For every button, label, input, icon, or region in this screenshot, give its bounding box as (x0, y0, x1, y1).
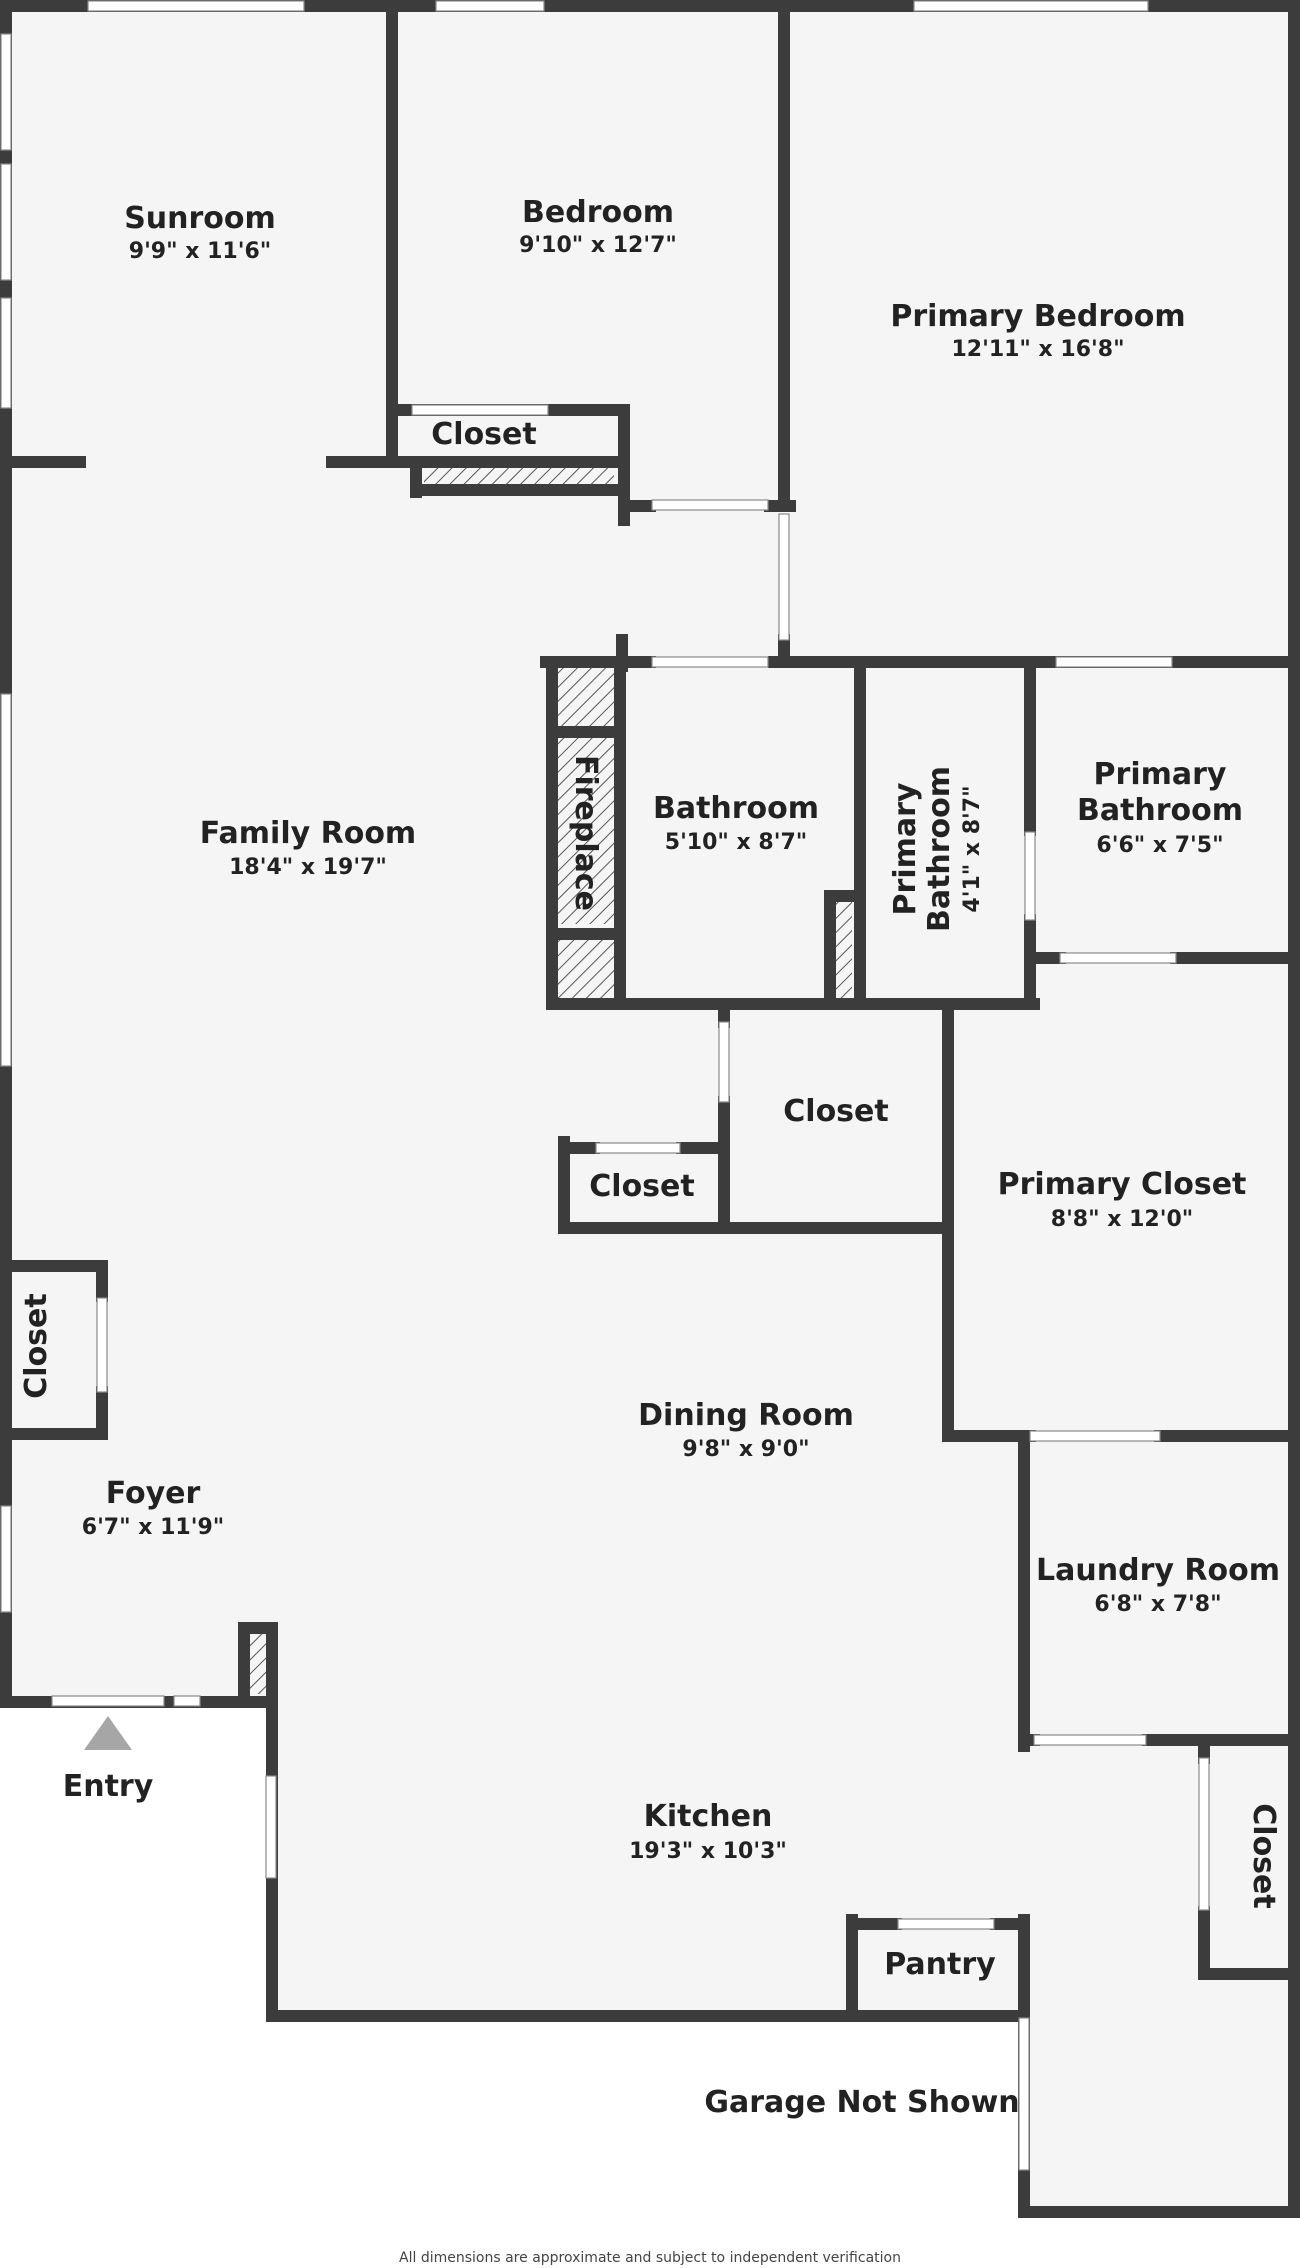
primary-bathroom-small-name-line2: Bathroom (922, 766, 957, 932)
sunroom-name: Sunroom (124, 201, 276, 236)
sunroom-dimensions: 9'9" x 11'6" (129, 239, 271, 264)
entry-label: Entry (63, 1769, 154, 1804)
dining-room-dimensions: 9'8" x 9'0" (682, 1437, 809, 1462)
primary-closet-dimensions: 8'8" x 12'0" (1051, 1207, 1193, 1232)
fireplace-hearth-bottom (556, 938, 616, 1000)
primary-closet-name: Primary Closet (998, 1167, 1247, 1202)
bedroom-dimensions: 9'10" x 12'7" (519, 233, 677, 258)
fireplace-label: Fireplace (568, 755, 603, 911)
garage-label: Garage Not Shown (704, 2085, 1019, 2120)
floor-area (6, 6, 1294, 2212)
bedroom-name: Bedroom (522, 195, 674, 230)
closet-small-label: Closet (589, 1169, 694, 1204)
dining-room-name: Dining Room (638, 1398, 854, 1433)
primary-bedroom-name: Primary Bedroom (890, 299, 1185, 334)
closet-bedroom-label: Closet (431, 417, 536, 452)
family-room-name: Family Room (200, 816, 416, 851)
bathroom-name: Bathroom (653, 791, 819, 826)
disclaimer: All dimensions are approximate and subje… (399, 2250, 901, 2266)
closet-center-label: Closet (783, 1094, 888, 1129)
pantry-label: Pantry (884, 1947, 996, 1982)
closet-east-label: Closet (1246, 1803, 1281, 1908)
fireplace-hearth-top (556, 664, 616, 728)
family-room-dimensions: 18'4" x 19'7" (229, 855, 387, 880)
bathroom-chase (834, 902, 852, 998)
kitchen-dimensions: 19'3" x 10'3" (629, 1839, 787, 1864)
foyer-dimensions: 6'7" x 11'9" (82, 1515, 224, 1540)
primary-bathroom-small-name-line1: Primary (888, 782, 923, 915)
foyer-name: Foyer (106, 1476, 201, 1511)
kitchen-name: Kitchen (644, 1799, 773, 1834)
bathroom-dimensions: 5'10" x 8'7" (665, 830, 807, 855)
foyer-chase (250, 1634, 268, 1694)
closet-west-label: Closet (19, 1293, 54, 1398)
entry-arrow-icon (84, 1716, 132, 1750)
primary-bathroom-name-line2: Bathroom (1077, 793, 1243, 828)
bedroom-closet-shelf (424, 465, 614, 487)
primary-bathroom-name-line1: Primary (1094, 757, 1227, 792)
laundry-room-dimensions: 6'8" x 7'8" (1094, 1592, 1221, 1617)
primary-bathroom-small-dimensions: 4'1" x 8'7" (960, 785, 985, 912)
primary-bathroom-small-label: Primary Bathroom 4'1" x 8'7" (888, 766, 985, 932)
laundry-room-name: Laundry Room (1036, 1553, 1280, 1588)
openings (0, 0, 1210, 2171)
primary-bathroom-dimensions: 6'6" x 7'5" (1096, 833, 1223, 858)
primary-bedroom-dimensions: 12'11" x 16'8" (951, 337, 1124, 362)
fireplace-hearth (556, 736, 616, 924)
